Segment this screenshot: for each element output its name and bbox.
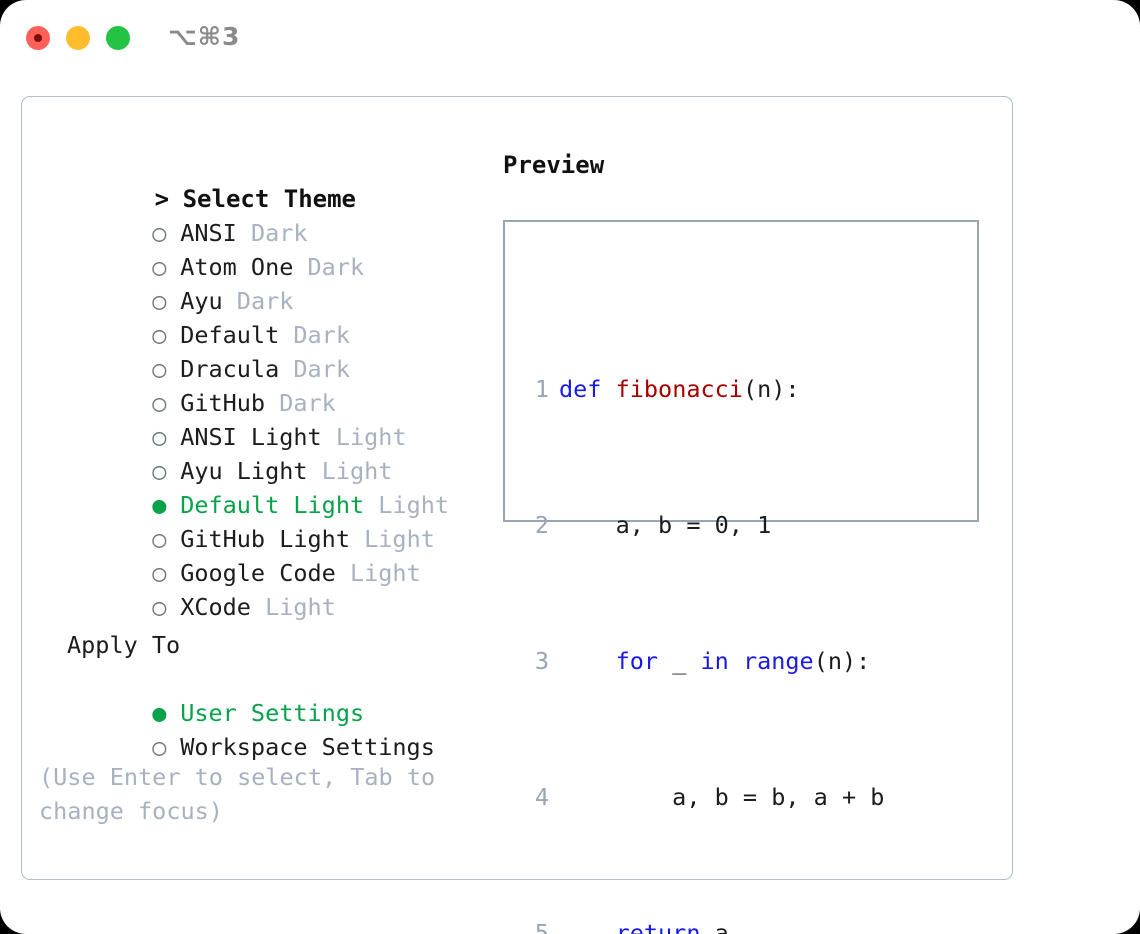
apply-to-option-label: Workspace Settings [180,733,435,761]
radio-unselected-icon: ○ [152,559,167,587]
preview-heading: Preview [503,151,605,179]
theme-option-ayu-dark[interactable]: ○ Ayu Dark [39,250,489,315]
theme-name: XCode [180,593,251,621]
code-line: 4 a, b = b, a + b [523,780,913,814]
line-number: 5 [534,919,549,934]
code-token: def [559,375,602,403]
theme-badge: Light [265,593,336,621]
keyboard-shortcut-label: ⌥⌘3 [168,22,241,51]
code-line: 5 return a [523,916,913,934]
code-token: (n): [742,375,800,403]
radio-unselected-icon: ○ [152,321,167,349]
theme-badge: Dark [236,287,294,315]
keyboard-hint-text: (Use Enter to select, Tab to change focu… [39,763,450,825]
code-token: fibonacci [615,375,743,403]
theme-option-github-light[interactable]: ○ GitHub Light Light [39,488,489,553]
line-number: 4 [534,783,549,811]
theme-option-ayu-light[interactable]: ○ Ayu Light Light [39,420,489,485]
maximize-window-button[interactable] [106,26,130,50]
code-line: 1 def fibonacci(n): [523,372,913,406]
theme-option-xcode[interactable]: ○ XCode Light [39,556,489,621]
prompt-caret-icon: > [154,185,170,213]
theme-name: Atom One [180,253,294,281]
theme-badge: Light [335,423,407,451]
theme-selector-panel: >Select Theme ○ANSI Dark ○Atom One Dark … [21,96,1013,934]
radio-unselected-icon: ○ [152,593,167,621]
radio-unselected-icon: ○ [152,457,167,485]
title-bar: ⌥⌘3 [0,0,1140,76]
radio-selected-icon: ● [152,699,167,727]
theme-badge: Light [321,457,393,485]
code-token: a, b = b, a + b [559,783,885,811]
line-number: 3 [534,647,549,675]
theme-badge: Dark [293,355,350,383]
theme-option-default-light[interactable]: ● Default Light Light [39,454,489,519]
radio-unselected-icon: ○ [152,253,167,281]
theme-badge: Dark [279,389,336,417]
select-theme-heading: > Select Theme [39,148,489,213]
radio-unselected-icon: ○ [152,423,167,451]
theme-badge: Light [349,559,421,587]
theme-option-github-dark[interactable]: ○ GitHub Dark [39,352,489,417]
code-line: 2 a, b = 0, 1 [523,508,913,542]
theme-name: GitHub [180,389,266,417]
code-token: a [700,919,729,934]
radio-unselected-icon: ○ [152,389,167,417]
theme-badge: Dark [250,219,308,247]
radio-unselected-icon: ○ [152,219,167,247]
code-token: _ [658,647,701,675]
theme-list-column: >Select Theme ○ANSI Dark ○Atom One Dark … [39,148,489,828]
apply-to-label: Apply To [67,631,181,659]
code-token: a, b = 0, 1 [559,511,772,539]
code-token [559,647,616,675]
radio-unselected-icon: ○ [152,733,167,761]
theme-badge: Light [364,525,435,553]
code-token: (n): [813,647,871,675]
radio-unselected-icon: ○ [152,525,167,553]
theme-name: Dracula [180,355,280,383]
select-theme-heading-label: Select Theme [182,185,356,213]
code-token [559,919,616,934]
theme-name: Ayu Light [180,457,308,485]
apply-to-option-label: User Settings [180,699,365,727]
radio-unselected-icon: ○ [152,355,167,383]
code-token [729,647,743,675]
theme-option-atom-one-dark[interactable]: ○ Atom One Dark [39,216,489,281]
theme-option-ansi-light[interactable]: ○ ANSI Light Light [39,386,489,451]
theme-option-dracula-dark[interactable]: ○ Dracula Dark [39,318,489,383]
radio-selected-icon: ● [152,491,167,519]
theme-option-google-code[interactable]: ○ Google Code Light [39,522,489,587]
theme-name: ANSI Light [180,423,322,451]
theme-option-ansi-dark[interactable]: ○ ANSI Dark [39,182,489,247]
code-token: return [615,919,701,934]
radio-unselected-icon: ○ [152,287,167,315]
theme-name: Default [180,321,280,349]
code-token: range [742,647,814,675]
theme-name: Google Code [180,559,336,587]
theme-name: Default Light [180,491,365,519]
line-number: 1 [534,375,549,403]
theme-name: ANSI [180,219,237,247]
theme-badge: Dark [307,253,365,281]
line-number: 2 [534,511,549,539]
close-window-button[interactable] [26,26,50,50]
theme-badge: Light [378,491,450,519]
theme-name: Ayu [180,287,223,315]
code-token: in [700,647,729,675]
window-controls [26,26,130,50]
code-line: 3 for _ in range(n): [523,644,913,678]
apply-to-option-user-settings[interactable]: ● User Settings [39,662,489,727]
apply-to-option-workspace-settings[interactable]: ○ Workspace Settings [39,696,489,761]
theme-option-default-dark[interactable]: ○ Default Dark [39,284,489,349]
theme-name: GitHub Light [180,525,350,553]
minimize-window-button[interactable] [66,26,90,50]
theme-badge: Dark [293,321,350,349]
code-token [601,375,615,403]
code-token: for [615,647,659,675]
